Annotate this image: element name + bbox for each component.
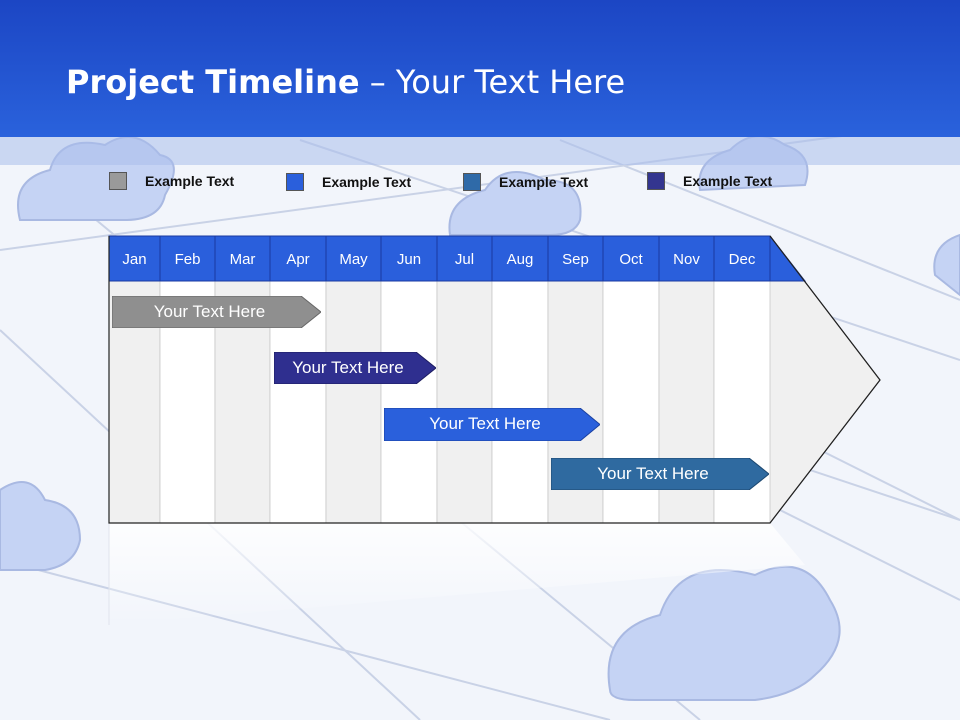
- month-label: Dec: [729, 251, 756, 268]
- month-label: Mar: [230, 251, 256, 268]
- month-dividers: [159, 236, 771, 281]
- cloud-icon: [448, 171, 582, 236]
- title-bold: Project Timeline: [66, 63, 360, 101]
- task-label: Your Text Here: [292, 358, 404, 377]
- legend-swatch: [109, 172, 127, 190]
- timeline-reflection: [109, 523, 805, 625]
- month-label: Jul: [455, 251, 474, 268]
- month-label: Sep: [562, 251, 589, 268]
- month-column: [325, 280, 382, 524]
- slide-header: Project Timeline – Your Text Here: [0, 0, 960, 137]
- legend-swatch: [463, 173, 481, 191]
- task-label: Your Text Here: [429, 414, 541, 433]
- legend-label: Example Text: [683, 173, 773, 189]
- legend-item: Example Text: [463, 172, 588, 192]
- legend-swatch: [286, 173, 304, 191]
- month-column: [491, 280, 549, 524]
- task-arrow: Your Text Here: [384, 408, 600, 441]
- month-label: Oct: [619, 251, 643, 268]
- month-labels: Jan Feb Mar Apr May Jun Jul Aug Sep Oct Nov Dec: [122, 251, 755, 268]
- task-label: Your Text Here: [153, 302, 266, 321]
- month-label: Nov: [673, 251, 700, 268]
- month-label: May: [339, 251, 368, 268]
- month-label: Aug: [507, 251, 534, 268]
- legend-item: Example Text: [286, 172, 411, 192]
- task-arrow: Your Text Here: [551, 458, 769, 490]
- month-label: Jan: [122, 251, 146, 268]
- legend-label: Example Text: [499, 174, 589, 190]
- month-label: Jun: [397, 251, 421, 268]
- legend-label: Example Text: [322, 174, 412, 190]
- task-arrow: Your Text Here: [112, 296, 321, 328]
- month-column: [380, 280, 438, 524]
- month-label: Apr: [286, 251, 309, 268]
- task-label: Your Text Here: [597, 464, 709, 483]
- legend-item: Example Text: [109, 171, 234, 191]
- page-title: Project Timeline – Your Text Here: [66, 58, 625, 106]
- legend-swatch: [647, 172, 665, 190]
- cloud-icon: [607, 565, 841, 701]
- cloud-icon: [933, 233, 960, 297]
- header-band: [0, 137, 960, 165]
- legend-item: Example Text: [647, 171, 772, 191]
- legend-label: Example Text: [145, 173, 235, 189]
- task-arrow: Your Text Here: [274, 352, 436, 384]
- month-label: Feb: [175, 251, 201, 268]
- title-rest: – Your Text Here: [359, 63, 626, 101]
- month-column: [436, 280, 493, 524]
- cloud-icon: [0, 481, 82, 571]
